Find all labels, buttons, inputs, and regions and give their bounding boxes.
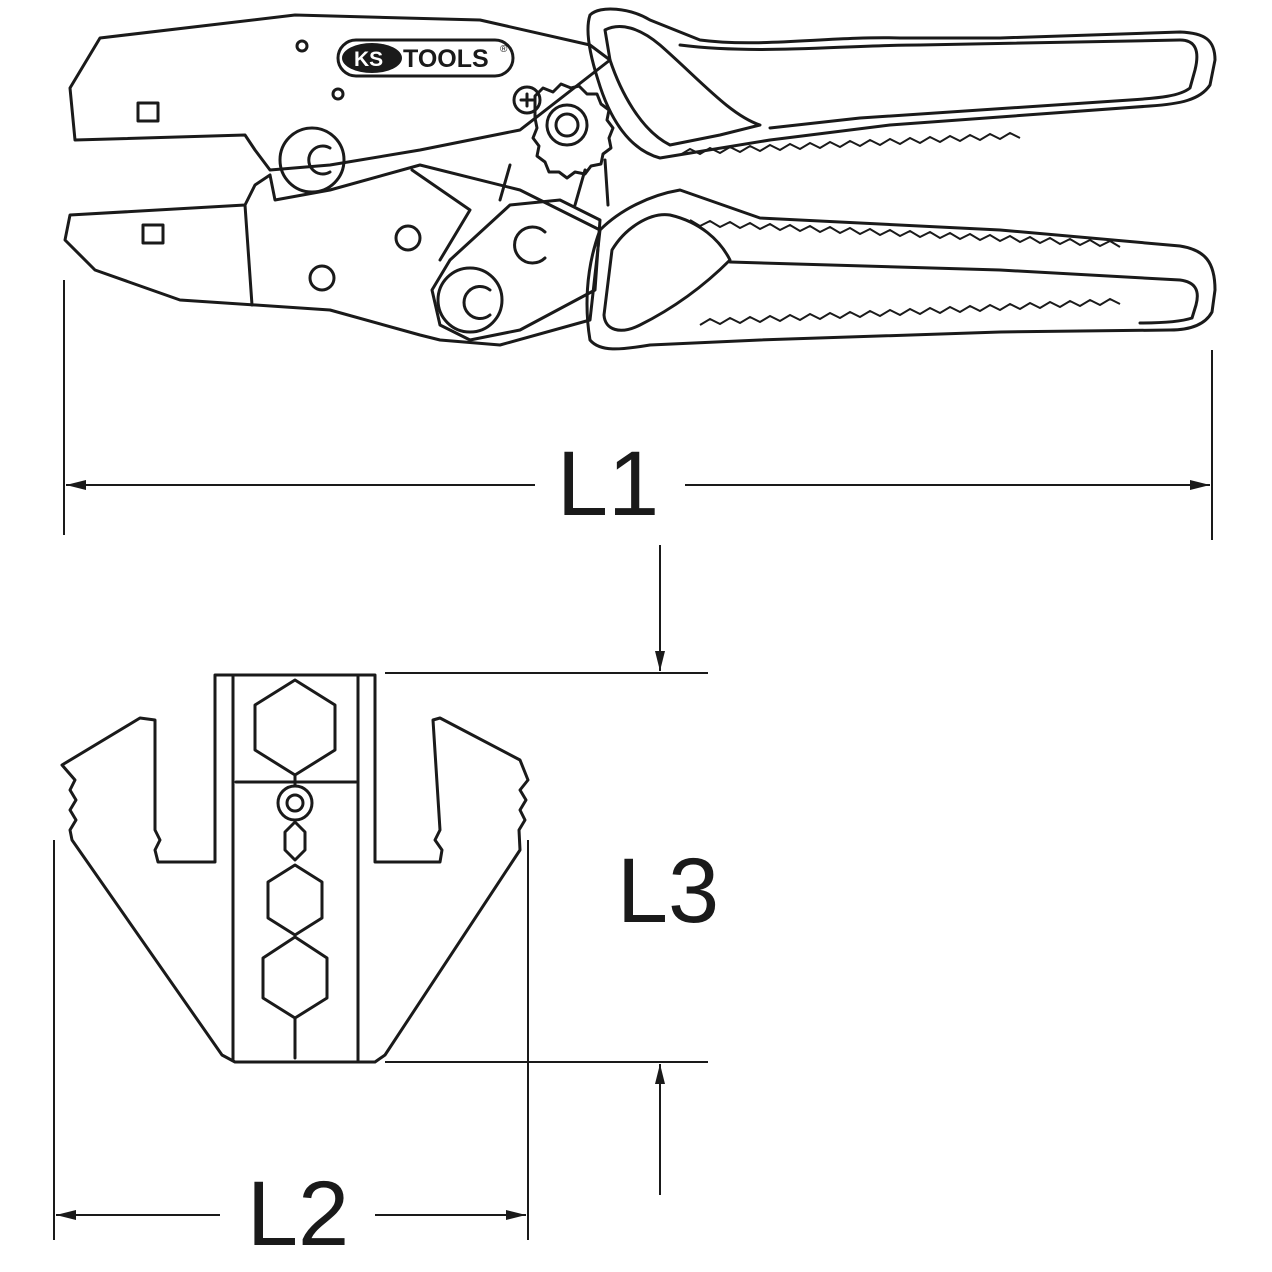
pivot-upper: [278, 126, 346, 194]
die-body-outline: [60, 673, 530, 1064]
square-hole-upper: [136, 101, 160, 123]
label-l1: L1: [557, 433, 659, 535]
upper-jaw: [68, 13, 612, 172]
lower-jaw: [63, 163, 602, 347]
square-hole-lower: [141, 223, 165, 245]
hex-profile-3: [261, 935, 329, 1020]
label-l3: L3: [617, 840, 719, 942]
crimping-pliers-drawing: KS TOOLS ®: [63, 7, 1217, 351]
ratchet-gear: [531, 82, 615, 180]
lower-handle: [585, 188, 1217, 351]
upper-handle: [586, 7, 1217, 160]
adjust-screw-icon: [512, 85, 542, 115]
crimp-die-insert-drawing: [60, 673, 530, 1064]
pivot-lower: [436, 266, 504, 334]
hex-profile-1: [253, 678, 337, 777]
dimension-l3: L3: [385, 545, 719, 1195]
lever-plate: [430, 198, 602, 342]
dimension-l2: L2: [53, 840, 529, 1265]
dimension-l1: L1: [63, 280, 1213, 540]
label-l2: L2: [247, 1163, 349, 1265]
ks-tools-logo: KS TOOLS ®: [336, 38, 515, 78]
logo-tools-text: TOOLS: [403, 45, 489, 73]
hex-profile-2: [266, 863, 324, 937]
logo-ks-text: KS: [354, 48, 383, 71]
pivot-middle: [513, 225, 547, 265]
logo-registered-mark: ®: [500, 44, 508, 55]
